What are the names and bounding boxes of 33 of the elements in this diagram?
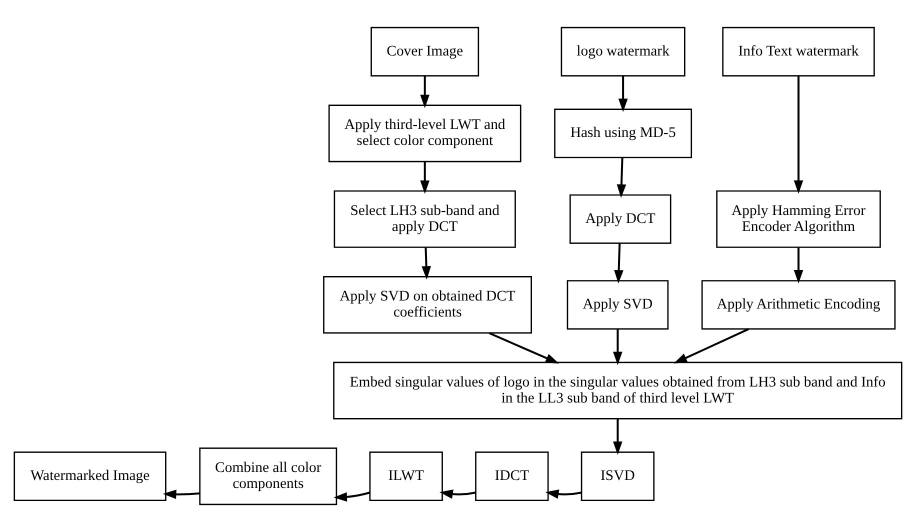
node-box: Apply third-level LWT and select color component bbox=[328, 104, 521, 162]
node-box: Info Text watermark bbox=[722, 26, 874, 76]
arrow bbox=[793, 75, 803, 194]
node-box: Embed singular values of logo in the singular values obtained from LH3 sub band and Info in the LL3 sub band of third level LWT bbox=[332, 361, 902, 419]
arrow bbox=[544, 489, 582, 498]
arrow bbox=[612, 418, 622, 454]
arrow bbox=[438, 489, 476, 498]
node-box: Combine all color components bbox=[198, 446, 337, 505]
arrow bbox=[612, 328, 622, 365]
arrow bbox=[162, 489, 200, 499]
node-box: Cover Image bbox=[370, 26, 479, 76]
node-box: Apply SVD on obtained DCT coefficients bbox=[322, 276, 532, 334]
node-box: Watermarked Image bbox=[13, 451, 166, 501]
node-box: Apply SVD bbox=[566, 280, 668, 330]
arrow bbox=[420, 75, 430, 108]
node-box: Hash using MD-5 bbox=[554, 108, 692, 158]
node-box: Apply DCT bbox=[569, 194, 671, 244]
arrow bbox=[673, 328, 749, 364]
arrow bbox=[421, 247, 431, 280]
node-box: Apply Hamming Error Encoder Algorithm bbox=[716, 190, 880, 248]
arrow bbox=[614, 243, 623, 284]
arrow bbox=[420, 161, 430, 194]
node-box: IDCT bbox=[474, 451, 548, 501]
arrow bbox=[333, 491, 370, 502]
node-box: Apply Arithmetic Encoding bbox=[700, 280, 896, 330]
arrow bbox=[488, 332, 559, 364]
arrow bbox=[616, 157, 626, 198]
node-box: ISVD bbox=[580, 451, 654, 501]
arrow bbox=[618, 75, 628, 112]
arrow bbox=[793, 247, 803, 283]
node-box: logo watermark bbox=[560, 26, 685, 76]
node-box: Select LH3 sub-band and apply DCT bbox=[333, 190, 516, 248]
node-box: ILWT bbox=[368, 451, 442, 501]
